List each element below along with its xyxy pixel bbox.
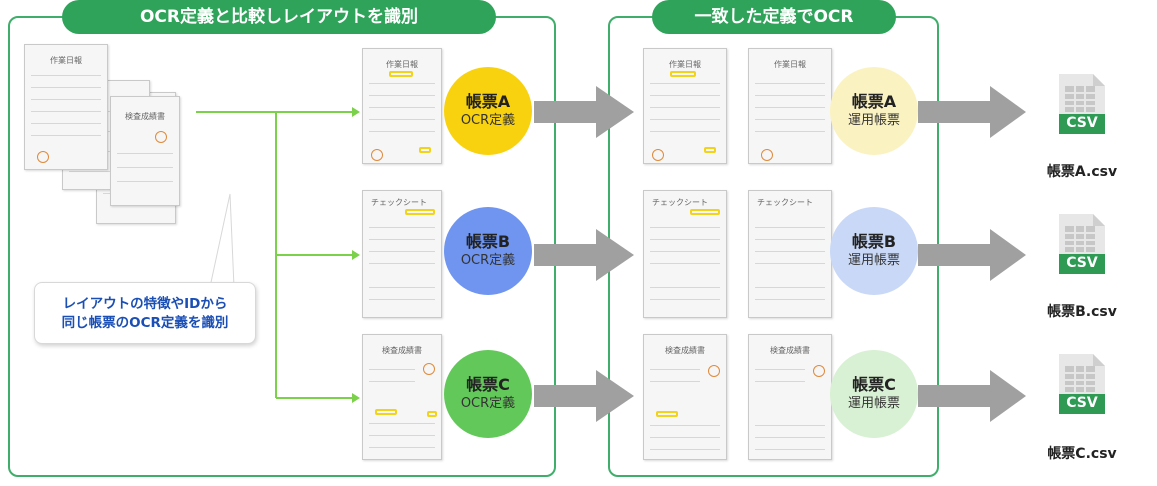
- operation-c-sub: 運用帳票: [847, 396, 900, 411]
- ocr-def-b-name: 帳票B: [465, 232, 511, 251]
- ocr-def-b: 帳票B OCR定義: [444, 207, 532, 295]
- ocr-def-b-sub: OCR定義: [460, 253, 516, 268]
- pile-doc-front: 作業日報: [24, 44, 108, 170]
- operation-b-sub: 運用帳票: [847, 253, 900, 268]
- csv-filename-c: 帳票C.csv: [1047, 446, 1117, 462]
- csv-badge-c: CSV: [1066, 395, 1098, 411]
- stamp-icon: [155, 131, 167, 143]
- operation-a-sub: 運用帳票: [847, 113, 900, 128]
- csv-badge-a: CSV: [1066, 115, 1098, 131]
- csv-file-icon-a: CSV: [1057, 72, 1107, 134]
- doc-title: チェックシート: [371, 198, 427, 207]
- csv-filename-b: 帳票B.csv: [1047, 304, 1117, 320]
- ocr-header: 一致した定義でOCR: [652, 0, 896, 34]
- stamp-icon: [813, 365, 825, 377]
- identify-callout: レイアウトの特徴やIDから 同じ帳票のOCR定義を識別: [34, 282, 256, 344]
- matched-daily-report: 作業日報: [643, 48, 727, 164]
- operation-a: 帳票A 運用帳票: [830, 67, 918, 155]
- matched-check-sheet: チェックシート: [643, 190, 727, 318]
- ocr-def-a: 帳票A OCR定義: [444, 67, 532, 155]
- identify-header: OCR定義と比較しレイアウトを識別: [62, 0, 496, 34]
- stamp-icon: [371, 149, 383, 161]
- csv-filename-a: 帳票A.csv: [1046, 164, 1118, 180]
- template-daily-report: 作業日報: [362, 48, 442, 164]
- stamp-icon: [652, 149, 664, 161]
- template-check-sheet: チェックシート: [362, 190, 442, 318]
- ocr-def-a-name: 帳票A: [465, 92, 511, 111]
- operation-b-name: 帳票B: [851, 232, 897, 251]
- ocr-def-c-name: 帳票C: [466, 375, 510, 394]
- pile-doc-inspection: 検査成績書: [110, 96, 180, 206]
- operation-daily-report: 作業日報: [748, 48, 832, 164]
- operation-inspection: 検査成績書: [748, 334, 832, 460]
- doc-title: チェックシート: [757, 198, 813, 207]
- template-inspection: 検査成績書: [362, 334, 442, 460]
- doc-title: 検査成績書: [770, 346, 810, 355]
- arrows-middle: [534, 86, 634, 422]
- doc-title: 作業日報: [774, 60, 806, 69]
- callout-line1: レイアウトの特徴やIDから: [62, 296, 228, 312]
- pile-inspection-title: 検査成績書: [125, 112, 165, 121]
- arrows-right: [918, 86, 1026, 422]
- ocr-def-c-sub: OCR定義: [460, 396, 516, 411]
- stamp-icon: [37, 151, 49, 163]
- operation-a-name: 帳票A: [851, 92, 897, 111]
- stamp-icon: [761, 149, 773, 161]
- doc-title: 検査成績書: [382, 346, 422, 355]
- csv-badge-b: CSV: [1066, 255, 1098, 271]
- stamp-icon: [423, 363, 435, 375]
- operation-c-name: 帳票C: [852, 375, 896, 394]
- matched-inspection: 検査成績書: [643, 334, 727, 460]
- operation-check-sheet: チェックシート: [748, 190, 832, 318]
- doc-title: 作業日報: [669, 60, 701, 69]
- connector-lines: [196, 107, 360, 403]
- doc-title: チェックシート: [652, 198, 708, 207]
- doc-title: 作業日報: [386, 60, 418, 69]
- doc-title: 検査成績書: [665, 346, 705, 355]
- ocr-def-c: 帳票C OCR定義: [444, 350, 532, 438]
- csv-file-icon-c: CSV: [1057, 352, 1107, 414]
- csv-file-icon-b: CSV: [1057, 212, 1107, 274]
- operation-b: 帳票B 運用帳票: [830, 207, 918, 295]
- stamp-icon: [708, 365, 720, 377]
- ocr-def-a-sub: OCR定義: [460, 113, 516, 128]
- pile-daily-report-title: 作業日報: [50, 56, 82, 65]
- callout-line2: 同じ帳票のOCR定義を識別: [61, 315, 229, 331]
- operation-c: 帳票C 運用帳票: [830, 350, 918, 438]
